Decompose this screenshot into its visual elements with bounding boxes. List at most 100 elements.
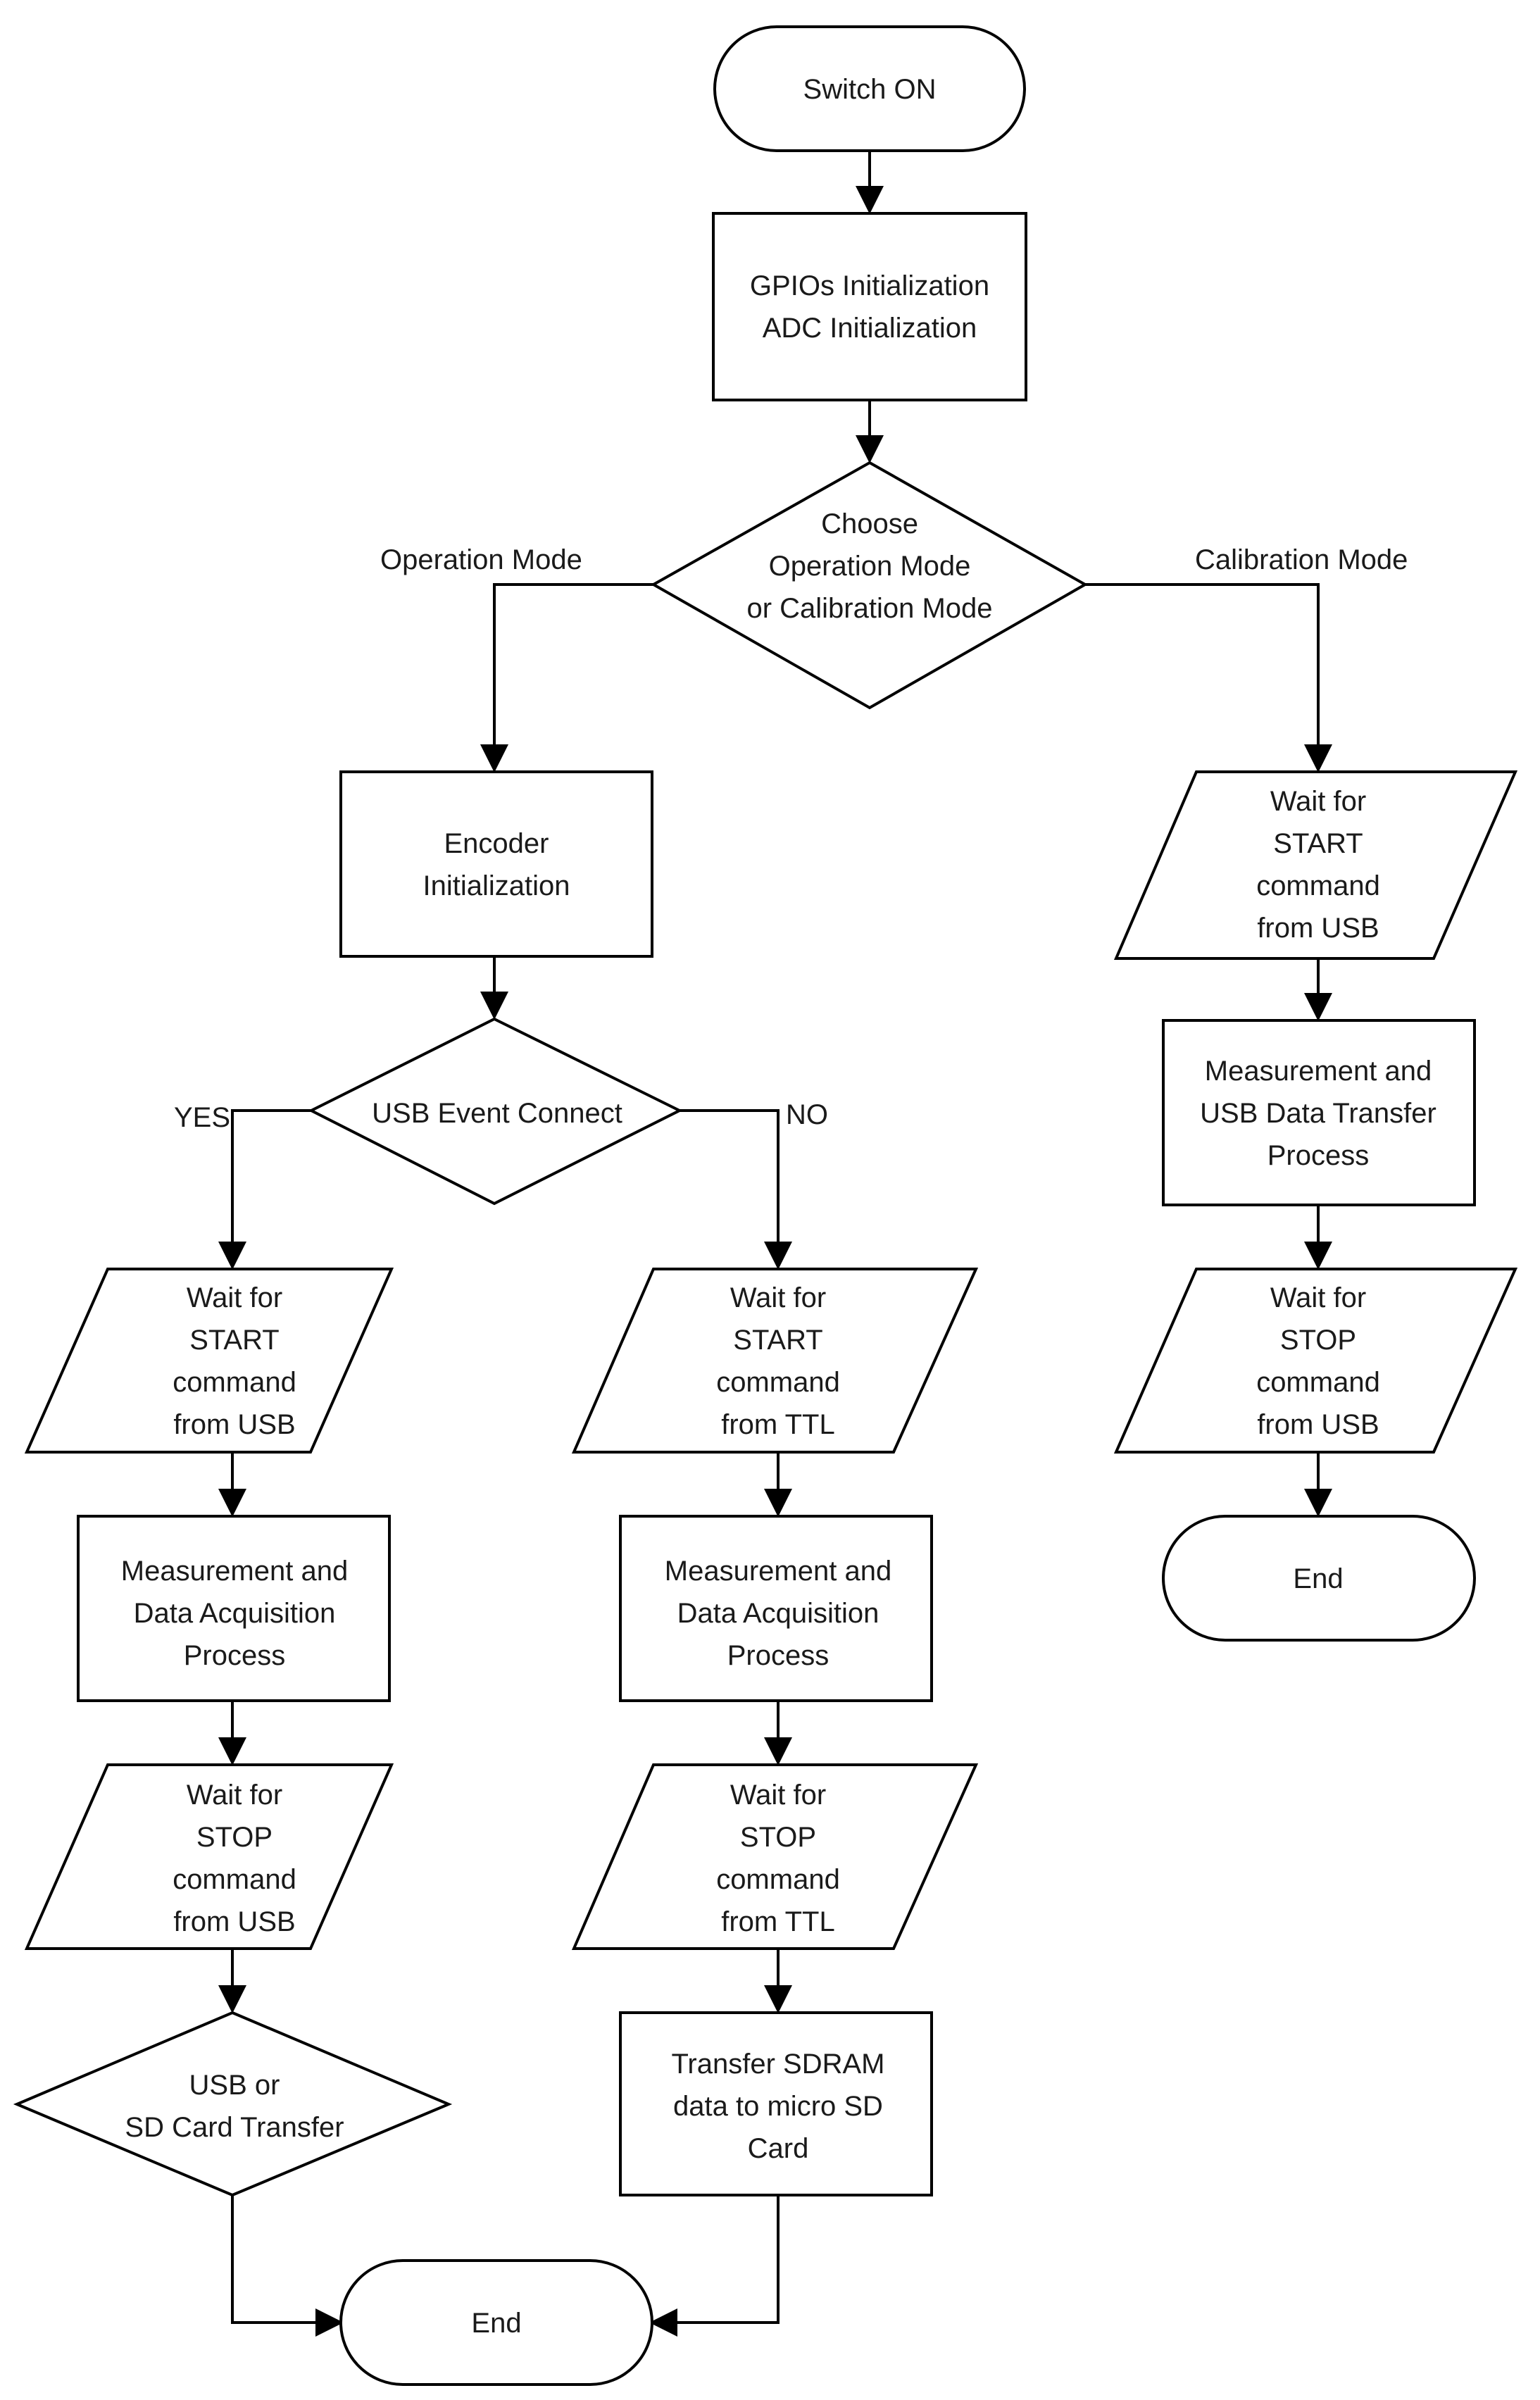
node-label-line: Wait for (1270, 786, 1366, 817)
node-label-line: Measurement and (1205, 1056, 1432, 1087)
node-label-line: USB or (189, 2070, 280, 2101)
decision-shape (13, 2011, 453, 2197)
arrow-decision-to-end (231, 2195, 344, 2337)
process-shape (712, 212, 1027, 401)
node-label-line: from TTL (721, 1906, 835, 1937)
node-end-main: End (339, 2259, 653, 2386)
process-shape (619, 2011, 933, 2196)
node-label-line: command (173, 1864, 296, 1895)
node-label-line: Process (1267, 1140, 1370, 1171)
io-shape (24, 1268, 394, 1454)
node-label-line: from TTL (721, 1409, 835, 1440)
node-label-line: STOP (196, 1822, 273, 1853)
connectors (218, 151, 1332, 2337)
io-shape (571, 1763, 979, 1950)
io-shape (571, 1268, 979, 1454)
node-label-line: from USB (1257, 1409, 1379, 1440)
arrow-calibration-mode (1085, 583, 1332, 773)
node-label: USB Event Connect (372, 1098, 622, 1129)
io-shape (24, 1763, 394, 1950)
node-label-line: Data Acquisition (134, 1598, 336, 1629)
node-label-line: data to micro SD (673, 2091, 883, 2122)
node-label-line: Measurement and (665, 1556, 891, 1587)
node-label-line: command (173, 1367, 296, 1398)
node-label-line: START (733, 1325, 822, 1356)
node-label-line: command (1256, 870, 1380, 901)
node-label-line: command (716, 1367, 840, 1398)
node-label-line: ADC Initialization (763, 313, 977, 344)
node-label-line: End (471, 2308, 521, 2339)
node-label: Transfer SDRAM data to micro SD Card (671, 2049, 884, 2164)
node-label-line: Card (748, 2133, 809, 2164)
node-label-line: USB Data Transfer (1200, 1098, 1436, 1129)
edge-label-operation-mode: Operation Mode (380, 544, 582, 575)
node-label-line: Wait for (1270, 1282, 1366, 1313)
node-label-line: STOP (740, 1822, 816, 1853)
node-label-line: SD Card Transfer (125, 2112, 344, 2143)
edge-label-no: NO (786, 1099, 828, 1130)
node-label-line: Process (184, 1640, 286, 1671)
node-label-line: or Calibration Mode (746, 593, 992, 624)
decision-shape (650, 461, 1089, 710)
node-label: Switch ON (803, 74, 937, 105)
arrow-operation-mode (480, 583, 653, 773)
node-label-line: Transfer SDRAM (671, 2049, 884, 2080)
edge-label-calibration-mode: Calibration Mode (1195, 544, 1408, 575)
node-label-line: Process (727, 1640, 830, 1671)
node-label: End (1293, 1563, 1343, 1594)
terminator-shape (713, 25, 1026, 152)
edge-label-yes: YES (174, 1102, 230, 1133)
node-label-line: START (1273, 828, 1363, 859)
node-label-line: Wait for (730, 1780, 826, 1811)
node-switch-on: Switch ON (713, 25, 1026, 152)
node-label-line: Initialization (422, 870, 570, 901)
process-shape (619, 1515, 933, 1702)
node-usb-or-sd: USB or SD Card Transfer (13, 2011, 453, 2197)
node-label-line: Operation Mode (769, 551, 971, 582)
node-label-line: Measurement and (121, 1556, 348, 1587)
process-shape (77, 1515, 391, 1702)
node-label-line: START (189, 1325, 279, 1356)
arrow-transfer-to-end (649, 2195, 780, 2337)
node-label-line: Choose (821, 508, 918, 539)
io-shape (1113, 1268, 1518, 1454)
node-label-line: Wait for (187, 1780, 282, 1811)
process-shape (339, 770, 653, 958)
node-label-line: USB Event Connect (372, 1098, 622, 1129)
node-label-line: from USB (1257, 913, 1379, 944)
node-label-line: command (716, 1864, 840, 1895)
node-label-line: Wait for (730, 1282, 826, 1313)
node-label-line: End (1293, 1563, 1343, 1594)
terminator-shape (339, 2259, 653, 2386)
node-label-line: from USB (173, 1906, 295, 1937)
arrow-yes (218, 1109, 311, 1270)
node-label: End (471, 2308, 521, 2339)
node-usb-event: USB Event Connect (308, 1017, 683, 1206)
node-label-line: from USB (173, 1409, 295, 1440)
decision-shape (308, 1017, 683, 1206)
node-label-line: Data Acquisition (677, 1598, 879, 1629)
